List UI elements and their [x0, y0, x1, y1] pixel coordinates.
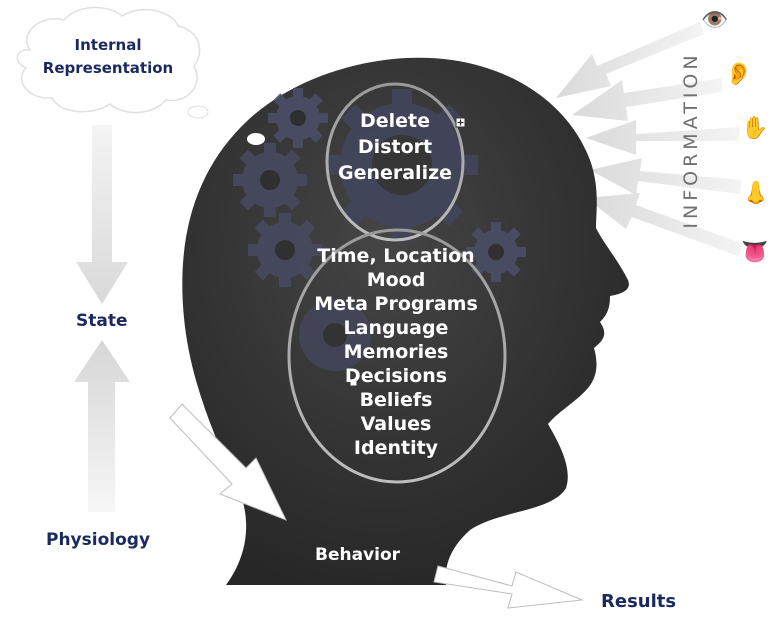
filter-delete: Delete: [359, 110, 431, 132]
physiology-label: Physiology: [46, 530, 151, 550]
state-label: State: [76, 311, 128, 331]
filter-ring: [325, 82, 465, 242]
filter-list: Delete Distort Generalize: [320, 108, 470, 186]
ear-icon: 👂: [725, 62, 753, 87]
mind-contents-list: Time, Location Mood Meta Programs Langua…: [296, 244, 496, 460]
gears: [233, 88, 526, 371]
arrow-physiology-to-state: [74, 340, 130, 512]
thought-bubble: [16, 6, 265, 145]
filter-distort: Distort: [357, 136, 433, 158]
mind-item-identity: Identity: [353, 437, 439, 459]
hand-icon: ✋: [741, 116, 769, 141]
nose-icon: 👃: [742, 181, 770, 206]
thought-bubble-line-2: Representation: [42, 59, 174, 77]
eye-icon: 👁️: [701, 8, 729, 33]
mind-item-language: Language: [343, 317, 449, 339]
left-arrows: [74, 125, 130, 512]
information-label-box: INFORMATION: [680, 40, 702, 240]
mind-item-mood: Mood: [366, 269, 426, 291]
arrow-to-behavior: [169, 403, 288, 521]
tongue-icon: 👅: [741, 240, 769, 265]
thought-bubble-line-1: Internal: [74, 36, 142, 54]
mind-item-beliefs: Beliefs: [359, 389, 433, 411]
cursor-markers: [349, 117, 466, 387]
mind-item-decisions: Decisions: [344, 365, 448, 387]
filter-generalize: Generalize: [337, 162, 453, 184]
behavior-label: Behavior: [315, 545, 401, 565]
behavior-arrows: [169, 403, 584, 609]
mind-item-meta-programs: Meta Programs: [314, 293, 478, 315]
arrow-representation-to-state: [76, 125, 128, 304]
mind-item-memories: Memories: [343, 341, 449, 363]
results-label: Results: [601, 591, 677, 612]
mind-item-values: Values: [360, 413, 432, 435]
thought-bubble-text: Internal Representation: [36, 34, 180, 80]
mind-item-time-location: Time, Location: [317, 245, 475, 267]
information-arrows: [556, 22, 744, 256]
information-label: INFORMATION: [680, 51, 702, 229]
mind-ring: [287, 228, 507, 484]
arrow-behavior-to-results: [433, 565, 584, 609]
